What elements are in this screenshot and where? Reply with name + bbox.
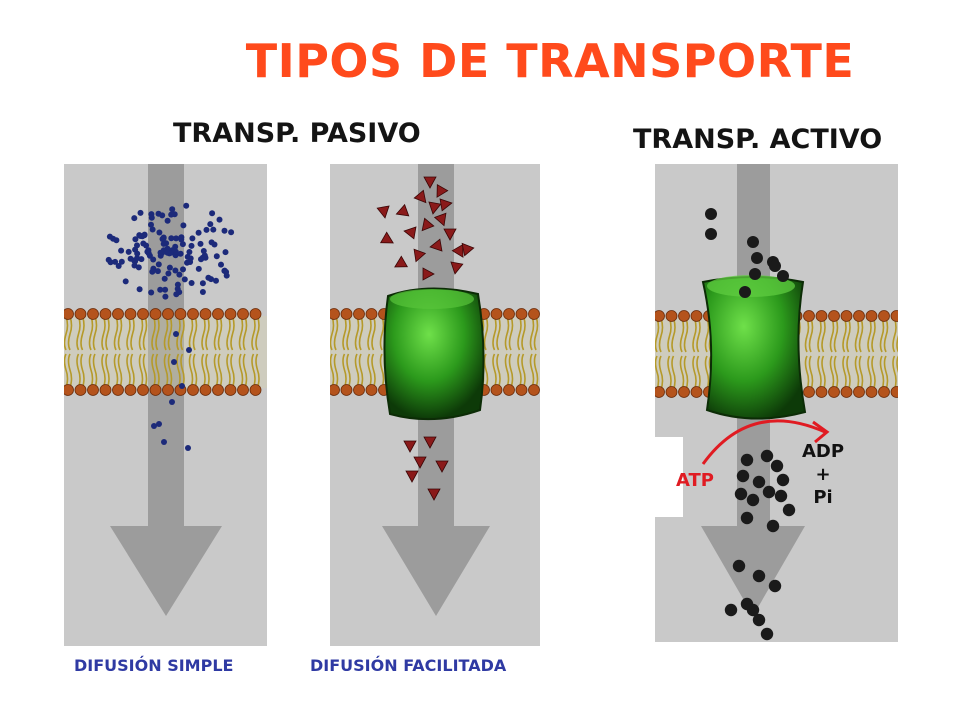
page-title: TIPOS DE TRANSPORTE: [245, 34, 855, 88]
adp-pi-label: ADP + Pi: [798, 440, 848, 509]
atp-label: ATP: [676, 470, 715, 491]
heading-transporte-pasivo: TRANSP. PASIVO: [173, 118, 421, 149]
pump-protein: [701, 275, 807, 420]
molecules-simple: [105, 202, 235, 451]
membrane: [64, 308, 267, 396]
caption-difusion-facilitada: DIFUSIÓN FACILITADA: [310, 656, 507, 675]
channel-protein: [383, 287, 485, 421]
adp-text: ADP: [801, 441, 845, 462]
panel-difusion-facilitada: [330, 164, 540, 646]
caption-difusion-simple: DIFUSIÓN SIMPLE: [74, 656, 234, 675]
diagram-difusion-facilitada: [330, 164, 540, 616]
diagram-difusion-simple: [64, 164, 267, 616]
diagram-transporte-activo: [655, 164, 898, 641]
panel-notch: [655, 437, 683, 517]
panel-difusion-simple: [64, 164, 267, 646]
panel-transporte-activo: [655, 164, 898, 642]
molecules-activo: [705, 208, 796, 641]
plus-text: +: [815, 464, 831, 485]
pi-text: Pi: [813, 487, 833, 508]
molecules-facilitada: [376, 176, 475, 501]
heading-transporte-activo: TRANSP. ACTIVO: [633, 124, 883, 155]
atp-reaction-arrow: [701, 419, 826, 465]
atp-arrow-head: [812, 420, 830, 444]
